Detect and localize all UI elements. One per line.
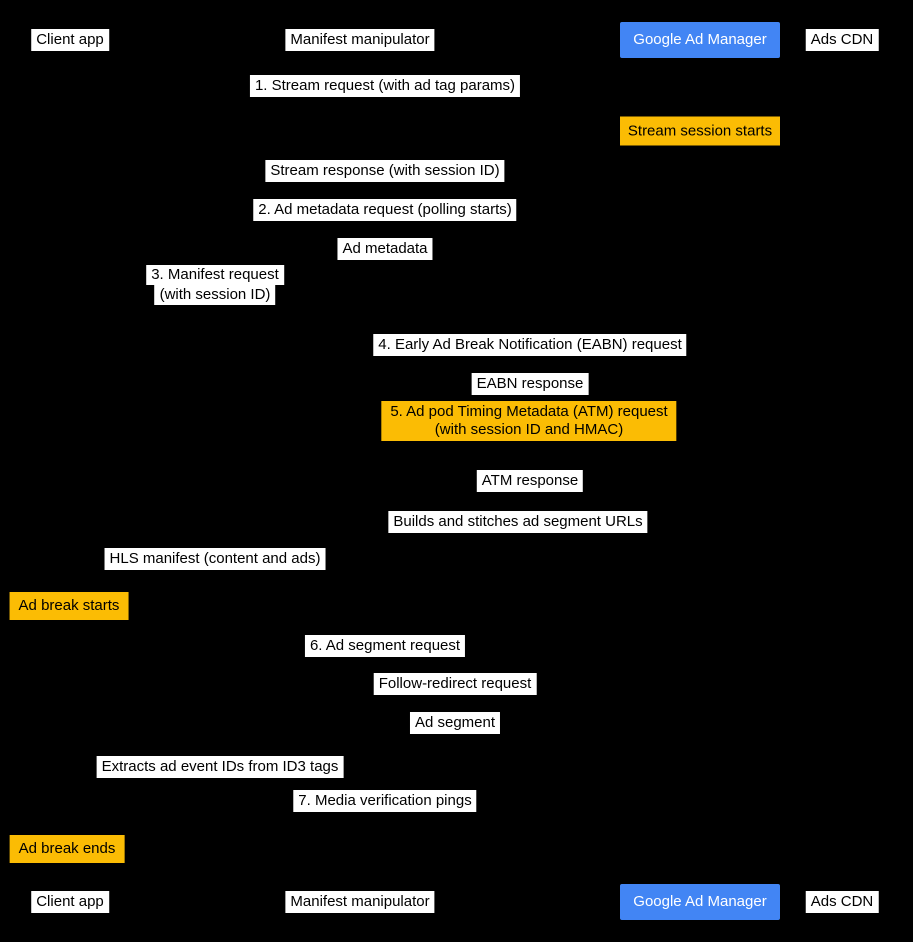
participant-manifest-manipulator-top: Manifest manipulator	[285, 29, 435, 51]
message-hls-manifest: HLS manifest (content and ads)	[104, 548, 326, 570]
message-manifest-request: 3. Manifest request (with session ID)	[146, 265, 284, 305]
participant-google-ad-manager-bottom: Google Ad Manager	[620, 884, 780, 920]
note-atm-request: 5. Ad pod Timing Metadata (ATM) request …	[381, 401, 677, 441]
note-atm-request-line2: (with session ID and HMAC)	[434, 421, 624, 438]
note-stream-session-starts: Stream session starts	[620, 116, 780, 146]
message-manifest-request-line1: 3. Manifest request	[146, 265, 284, 285]
message-stream-request: 1. Stream request (with ad tag params)	[249, 75, 521, 97]
participant-ads-cdn-top: Ads CDN	[805, 29, 879, 51]
note-ad-break-ends: Ad break ends	[9, 835, 125, 863]
participant-manifest-manipulator-bottom: Manifest manipulator	[285, 891, 435, 913]
message-media-verification-pings: 7. Media verification pings	[293, 790, 477, 812]
note-ad-break-starts: Ad break starts	[9, 592, 129, 620]
message-ad-segment-request: 6. Ad segment request	[304, 635, 466, 657]
participant-google-ad-manager-top: Google Ad Manager	[620, 22, 780, 58]
note-atm-request-line1: 5. Ad pod Timing Metadata (ATM) request	[390, 403, 668, 420]
message-follow-redirect-request: Follow-redirect request	[373, 673, 537, 695]
participant-ads-cdn-bottom: Ads CDN	[805, 891, 879, 913]
message-stream-response: Stream response (with session ID)	[265, 160, 505, 182]
message-ad-metadata-request: 2. Ad metadata request (polling starts)	[253, 199, 517, 221]
message-ad-segment: Ad segment	[409, 712, 501, 734]
message-atm-response: ATM response	[476, 470, 584, 492]
message-ad-metadata: Ad metadata	[337, 238, 433, 260]
action-extracts-id3: Extracts ad event IDs from ID3 tags	[96, 756, 344, 778]
message-eabn-response: EABN response	[471, 373, 589, 395]
participant-client-app-bottom: Client app	[31, 891, 109, 913]
participant-client-app-top: Client app	[31, 29, 109, 51]
message-eabn-request: 4. Early Ad Break Notification (EABN) re…	[373, 334, 687, 356]
message-manifest-request-line2: (with session ID)	[154, 285, 276, 305]
action-builds-stitches: Builds and stitches ad segment URLs	[388, 511, 648, 533]
